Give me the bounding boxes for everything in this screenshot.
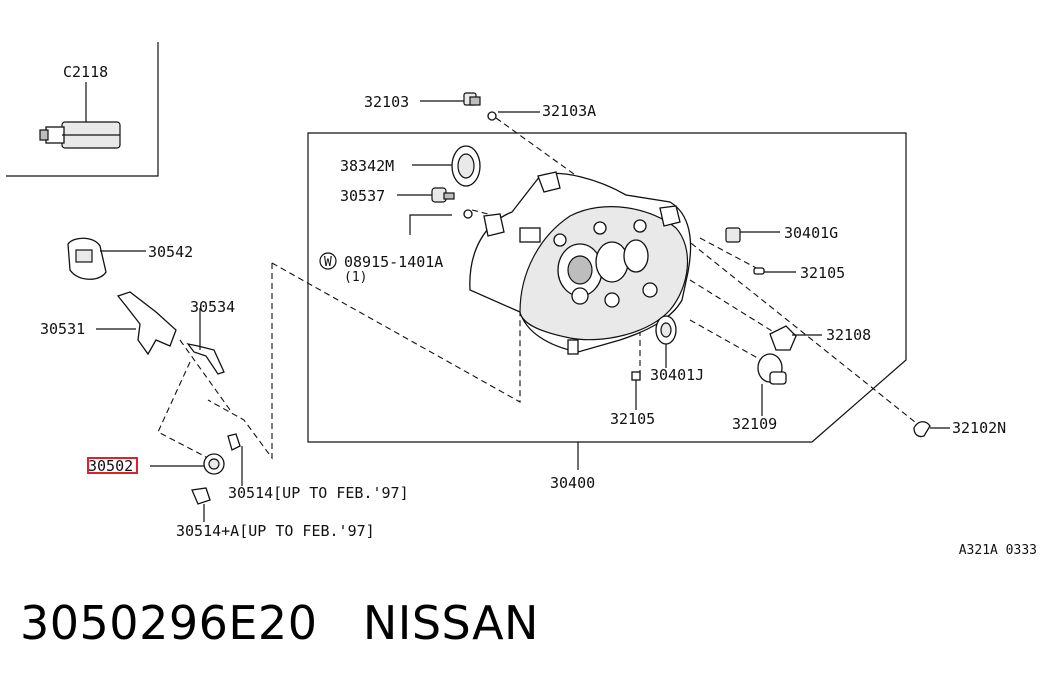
highlight-box: [87, 457, 138, 474]
washer-symbol: W: [324, 255, 332, 270]
label-30534: 30534: [190, 298, 235, 316]
label-32103a: 32103A: [542, 102, 596, 120]
label-32105-top: 32105: [800, 264, 845, 282]
transmission-case: [469, 171, 692, 355]
label-30537: 30537: [340, 187, 385, 205]
label-30400: 30400: [550, 474, 595, 492]
reference-code: A321A 0333: [958, 543, 1037, 558]
label-30401g: 30401G: [784, 224, 838, 242]
brand-name: NISSAN: [362, 596, 539, 650]
fork-parts: [67, 237, 243, 522]
small-parts-top: [319, 92, 540, 270]
small-parts-right: [631, 227, 950, 438]
label-30401j: 30401J: [650, 366, 704, 384]
label-30542: 30542: [148, 243, 193, 261]
label-32103: 32103: [364, 93, 409, 111]
label-30514a: 30514+A[UP TO FEB.'97]: [176, 522, 375, 540]
label-08915-qty: (1): [344, 270, 367, 285]
label-30502: 30502: [88, 457, 133, 475]
label-32108: 32108: [826, 326, 871, 344]
label-32102n: 32102N: [952, 419, 1006, 437]
label-32105-bottom: 32105: [610, 410, 655, 428]
label-32109: 32109: [732, 415, 777, 433]
c2118-inset: [6, 42, 159, 177]
label-c2118: C2118: [63, 63, 108, 81]
label-30531: 30531: [40, 320, 85, 338]
part-number: 3050296E20: [20, 596, 318, 650]
label-30514: 30514[UP TO FEB.'97]: [228, 484, 409, 502]
label-38342m: 38342M: [340, 157, 394, 175]
case-outline: [307, 132, 907, 470]
footer-title: 3050296E20 NISSAN: [20, 596, 539, 650]
label-08915: 08915-1401A: [344, 253, 443, 271]
